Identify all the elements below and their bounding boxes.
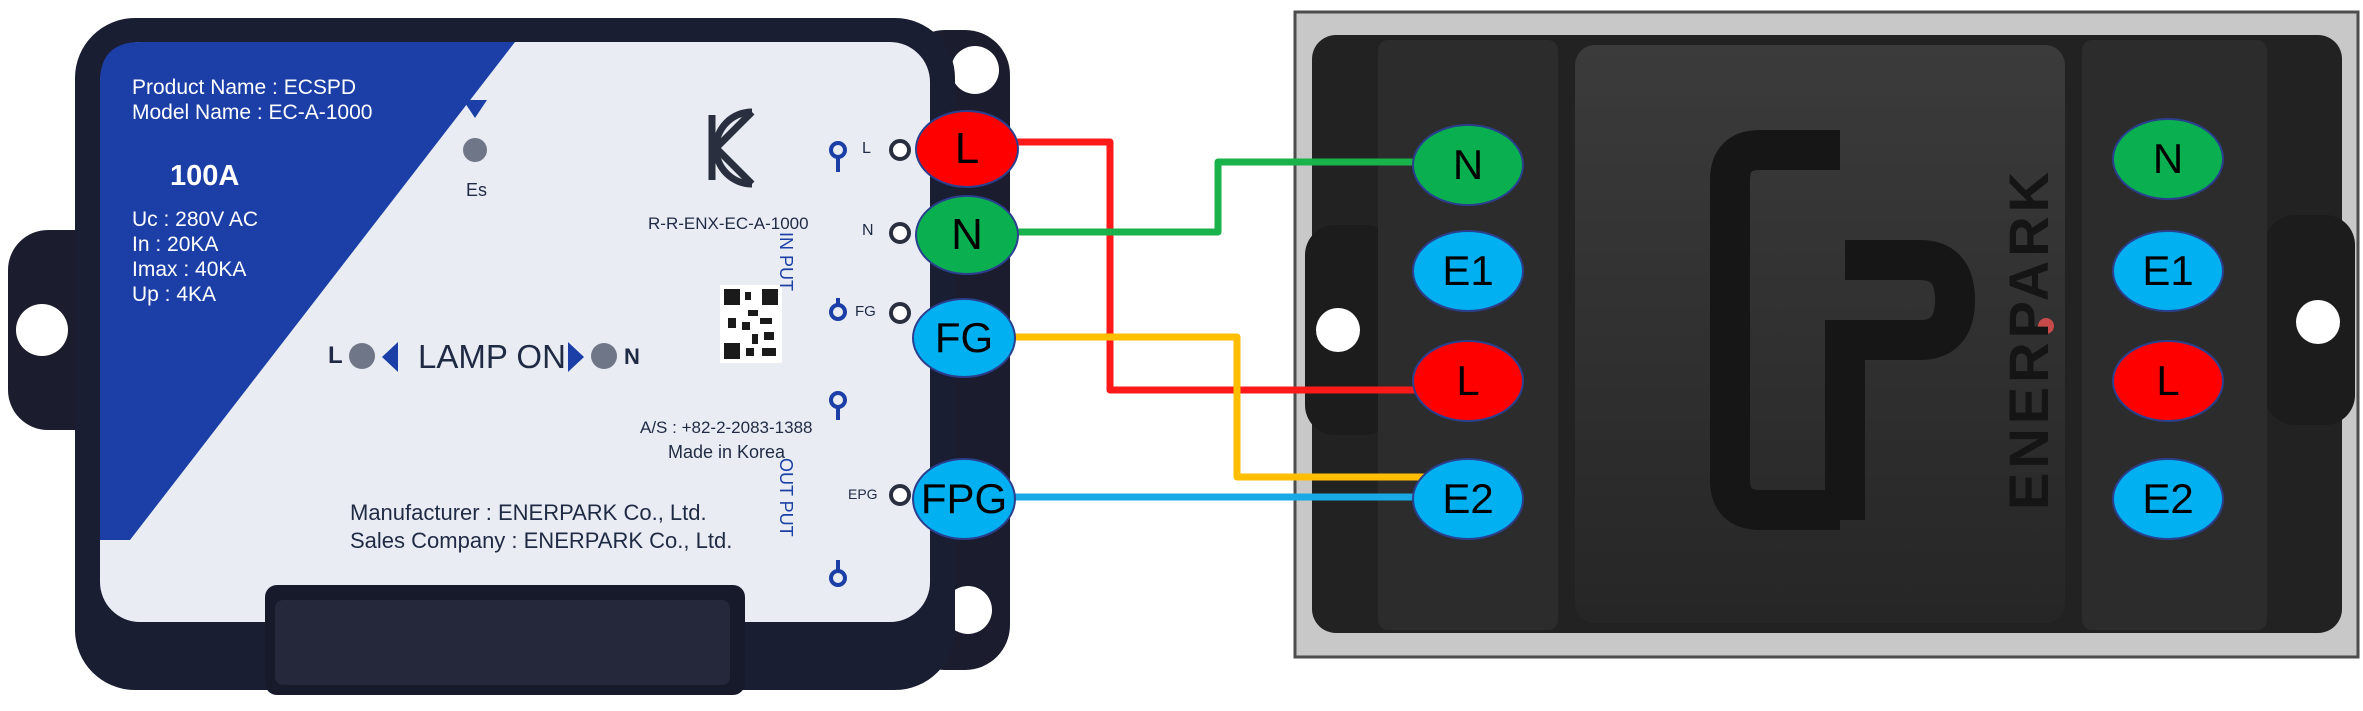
up-spec: Up : 4KA	[132, 283, 217, 306]
lamp-l-arrow	[382, 342, 398, 372]
es-label: Es	[466, 180, 488, 200]
small-terminal-screws	[889, 139, 911, 506]
made-in-label: Made in Korea	[668, 442, 786, 462]
uc-spec: Uc : 280V AC	[132, 208, 259, 231]
right-bottom-mount-hole	[944, 586, 992, 634]
imax-spec: Imax : 40KA	[132, 258, 247, 281]
small-terminal-epg: EPG	[848, 486, 878, 502]
wire-n	[1005, 158, 1460, 236]
right-enerpark-device	[1293, 10, 2360, 659]
kc-cert-mark	[708, 108, 755, 188]
rating-label: 100A	[170, 160, 240, 192]
bottom-label-plate	[275, 600, 730, 685]
model-name: Model Name : EC-A-1000	[132, 101, 373, 124]
lamp-n-dot	[591, 343, 617, 369]
right-left-terminal-l: L	[1412, 340, 1524, 422]
es-indicator-dot	[463, 138, 487, 162]
small-terminal-n: N	[862, 222, 874, 239]
center-cover	[1575, 45, 2065, 623]
input-label: IN PUT	[776, 232, 796, 292]
as-phone: A/S : +82-2-2083-1388	[640, 418, 813, 437]
cert-code: R-R-ENX-EC-A-1000	[648, 214, 809, 233]
right-left-terminal-e1: E1	[1412, 230, 1524, 312]
blue-label-region	[100, 42, 515, 540]
left-spd-device	[8, 18, 1010, 695]
wires	[1005, 138, 1460, 501]
terminal-n: N	[915, 195, 1019, 275]
lamp-on-label: LAMP ON	[418, 338, 566, 375]
lamp-n-label: N	[624, 344, 640, 369]
right-device-right-hole	[2296, 300, 2340, 344]
right-top-mount-hole	[951, 46, 999, 94]
terminal-l: L	[915, 110, 1019, 188]
sales-company-label: Sales Company : ENERPARK Co., Ltd.	[350, 528, 733, 553]
terminal-fpg: FPG	[912, 458, 1016, 540]
product-name: Product Name : ECSPD	[132, 76, 357, 99]
manufacturer-label: Manufacturer : ENERPARK Co., Ltd.	[350, 500, 707, 525]
right-left-terminal-e2: E2	[1412, 458, 1524, 540]
right-right-terminal-n: N	[2112, 118, 2224, 200]
brand-name: ENERPARK	[1997, 167, 2060, 510]
lamp-l-label: L	[328, 342, 343, 369]
small-terminal-fg: FG	[855, 303, 876, 320]
right-device-left-hole	[1316, 308, 1360, 352]
es-indicator-arrow	[463, 100, 487, 118]
left-mount-hole	[16, 304, 68, 356]
qr-code	[720, 285, 782, 363]
wire-fg	[1005, 333, 1430, 481]
wire-l	[1005, 138, 1450, 394]
right-left-terminal-n: N	[1412, 124, 1524, 206]
right-right-terminal-l: L	[2112, 340, 2224, 422]
port-symbols	[829, 141, 847, 587]
right-right-terminal-e1: E1	[2112, 230, 2224, 312]
lamp-n-arrow	[568, 342, 584, 372]
output-label: OUT PUT	[776, 458, 796, 537]
ep-logo	[1710, 130, 1976, 530]
small-terminal-l: L	[862, 140, 871, 157]
status-led	[2038, 318, 2054, 334]
right-right-terminal-e2: E2	[2112, 458, 2224, 540]
terminal-fg: FG	[912, 298, 1016, 378]
lamp-l-dot	[349, 343, 375, 369]
in-spec: In : 20KA	[132, 233, 219, 256]
